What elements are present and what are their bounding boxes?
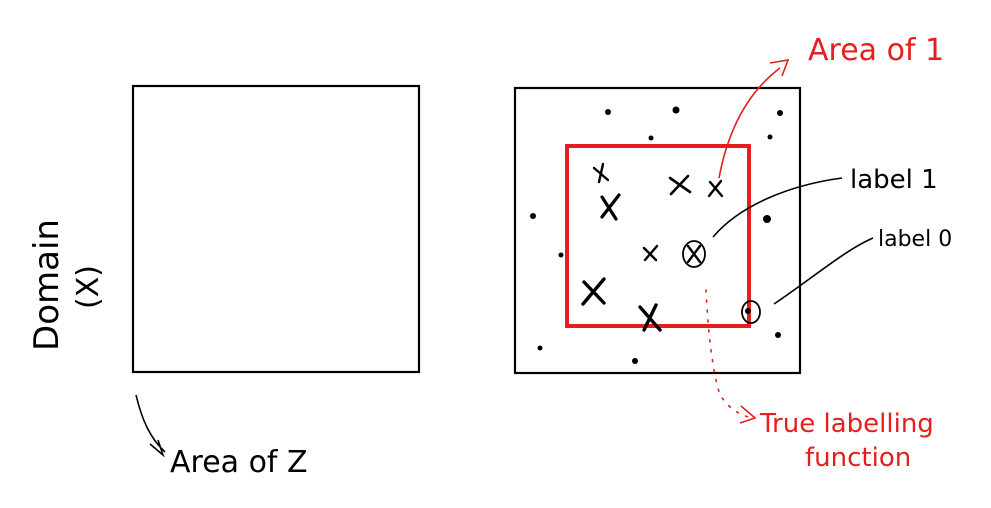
true-labelling-pointer <box>705 289 753 419</box>
area-of-z-label: Area of Z <box>170 445 308 480</box>
dot <box>530 213 536 219</box>
dot <box>605 109 611 115</box>
label-0-points <box>530 106 783 364</box>
dot <box>777 110 783 116</box>
domain-label-group: Domain (X) <box>27 219 106 351</box>
dot <box>767 134 773 140</box>
cross <box>686 244 702 264</box>
domain-label: Domain <box>27 219 67 351</box>
dot <box>763 215 771 223</box>
label-1-region <box>565 144 751 328</box>
label-1-text: label 1 <box>850 165 938 195</box>
dot <box>537 345 543 351</box>
domain-variable-label: (X) <box>71 265 106 309</box>
dot <box>648 135 654 141</box>
label-1-pointer <box>712 177 843 238</box>
domain-square-left <box>131 84 421 374</box>
label-1-points <box>581 162 724 332</box>
cross <box>600 193 621 221</box>
true-labelling-arrowhead <box>739 405 757 424</box>
dot <box>745 308 751 314</box>
cross <box>638 303 662 332</box>
area-of-1-label: Area of 1 <box>808 33 944 68</box>
label-0-example-circle <box>741 300 761 324</box>
cross <box>707 179 724 198</box>
true-labelling-label-line2: function <box>805 443 911 473</box>
cross <box>592 162 610 184</box>
area-of-z-pointer <box>135 394 166 458</box>
area-of-1-pointer <box>718 58 790 179</box>
true-labelling-label-line1: True labelling <box>759 409 934 439</box>
dot <box>558 252 564 258</box>
cross <box>581 277 606 306</box>
label-1-example-circle <box>682 240 706 268</box>
cross <box>668 174 692 196</box>
label-0-text: label 0 <box>878 227 952 252</box>
dot <box>632 358 638 364</box>
label-0-pointer <box>773 237 874 305</box>
cross <box>642 244 659 262</box>
dot <box>775 332 781 338</box>
dot <box>672 106 680 114</box>
domain-square-right <box>513 86 802 375</box>
